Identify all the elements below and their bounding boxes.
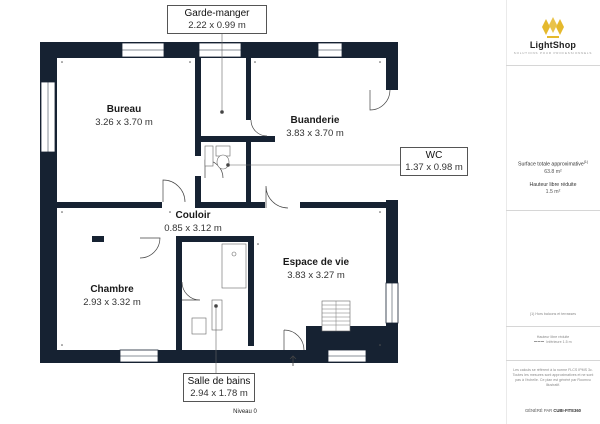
callout-dimensions: 2.94 x 1.78 m [190,388,248,399]
wall-bureau-east-lower [195,176,201,206]
door-swing-chambre [139,237,161,259]
callout-dimensions: 1.37 x 0.98 m [405,162,463,173]
exterior-wall-right-lower [386,200,398,363]
wall-bath-east [248,236,254,346]
room-name: Chambre [90,284,134,295]
callout-wc: WC 1.37 x 0.98 m [400,147,468,177]
callout-name: WC [425,150,443,161]
room-label-buanderie: Buanderie 3.83 x 3.70 m [286,115,344,139]
callout-garde-manger: Garde-manger 2.22 x 0.99 m [167,5,267,35]
bath-sink [211,299,223,331]
callout-leaders [214,30,400,374]
door-swing-garde-manger [250,119,268,137]
legend-title: Hauteur libre réduite [536,335,570,339]
sidebar-brand: LightShop SOLUTIONS POUR PROFESSIONNELS [506,40,600,55]
room-label-espace-de-vie: Espace de vie 3.83 x 3.27 m [283,257,349,281]
surface-value: 63.8 m² [544,168,562,175]
footnote: (1) Hors balcons et terrasses [529,312,577,316]
room-name: Couloir [175,210,211,221]
wc-toilet [215,145,231,157]
interior-walls [57,58,398,362]
wc-toilet-bowl [216,154,230,170]
sidebar-panel [506,0,564,424]
brand-tagline: SOLUTIONS POUR PROFESSIONNELS [513,51,593,55]
surface-label: Surface totale approximative(1) [517,160,589,168]
wall-bath-notch [92,236,104,242]
callout-name: Garde-manger [184,8,250,19]
lightshop-logo-icon [542,17,564,38]
legend-section: Hauteur libre réduite Inférieure 1.5 m [506,335,600,345]
door-swing-couloir [265,185,289,209]
surface-section: Surface totale approximative(1) 63.8 m² … [506,160,600,196]
door-swing-bath [181,281,201,301]
room-dimensions: 3.83 x 3.27 m [287,269,345,281]
room-dimensions: 0.85 x 3.12 m [164,222,222,234]
brand-name: LightShop [529,40,577,50]
generated-by: GÉNÉRÉ PAR CUBI-FITE360 [524,408,582,413]
wall-mid-horizontal-center [195,202,265,208]
wall-bureau-east [195,58,201,156]
wall-gm-south [195,136,275,142]
wc-sink [204,145,214,167]
room-name: Bureau [106,104,142,115]
height-value: 1.5 m² [545,188,561,195]
wall-mid-horizontal-left [57,202,162,208]
wall-gm-east [246,58,251,120]
room-label-couloir: Couloir 0.85 x 3.12 m [164,210,222,234]
wall-wc-east [246,136,251,208]
wall-mid-horizontal-right [300,202,398,208]
legend-item: Inférieure 1.5 m [506,340,600,345]
bath-vanity [191,317,207,335]
room-name: Espace de vie [282,257,350,268]
door-swing-bureau [162,179,186,203]
room-dimensions: 2.93 x 3.32 m [83,296,141,308]
wall-chambre-east [176,236,182,362]
room-label-bureau: Bureau 3.26 x 3.70 m [95,104,153,128]
entry-arrow-icon [289,355,297,366]
room-label-chambre: Chambre 2.93 x 3.32 m [83,284,141,308]
height-label: Hauteur libre réduite [529,181,577,188]
room-name: Buanderie [290,115,340,126]
room-dimensions: 3.83 x 3.70 m [286,127,344,139]
room-dimensions: 3.26 x 3.70 m [95,116,153,128]
floor-level-label: Niveau 0 [233,409,257,415]
callout-dimensions: 2.22 x 0.99 m [188,20,246,31]
bath-drain [231,251,237,257]
callout-name: Salle de bains [187,376,251,387]
door-swing-salon [283,329,305,351]
exterior-wall-right-upper [386,42,398,90]
doors [139,89,391,351]
callout-salle-de-bains: Salle de bains 2.94 x 1.78 m [183,373,255,403]
door-swing-buanderie [369,89,391,111]
bath-shower [221,243,247,289]
disclaimer: Les calculs se réfèrent à la norme FLCS … [512,368,594,387]
wall-bath-top [176,236,254,242]
